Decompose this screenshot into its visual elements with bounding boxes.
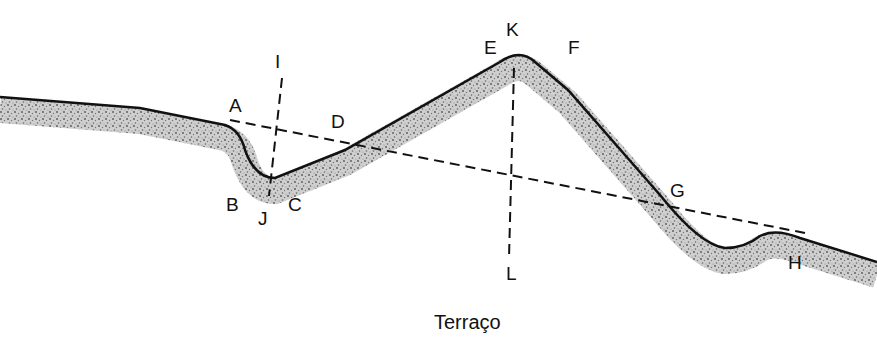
point-label: K — [506, 19, 519, 41]
point-label: L — [506, 263, 517, 285]
point-label: H — [788, 252, 802, 274]
ground-line — [0, 55, 877, 262]
caption: Terraço — [434, 310, 501, 334]
point-label: G — [670, 180, 685, 202]
point-label: F — [568, 37, 580, 59]
point-label: C — [288, 194, 302, 216]
point-label: E — [484, 37, 497, 59]
dashed-line — [230, 120, 810, 234]
point-label: D — [331, 111, 345, 133]
point-label: I — [275, 51, 280, 73]
point-label: J — [258, 208, 268, 230]
dashed-line — [509, 68, 514, 258]
point-label: A — [229, 95, 242, 117]
dashed-line — [269, 78, 282, 196]
point-label: B — [226, 194, 239, 216]
